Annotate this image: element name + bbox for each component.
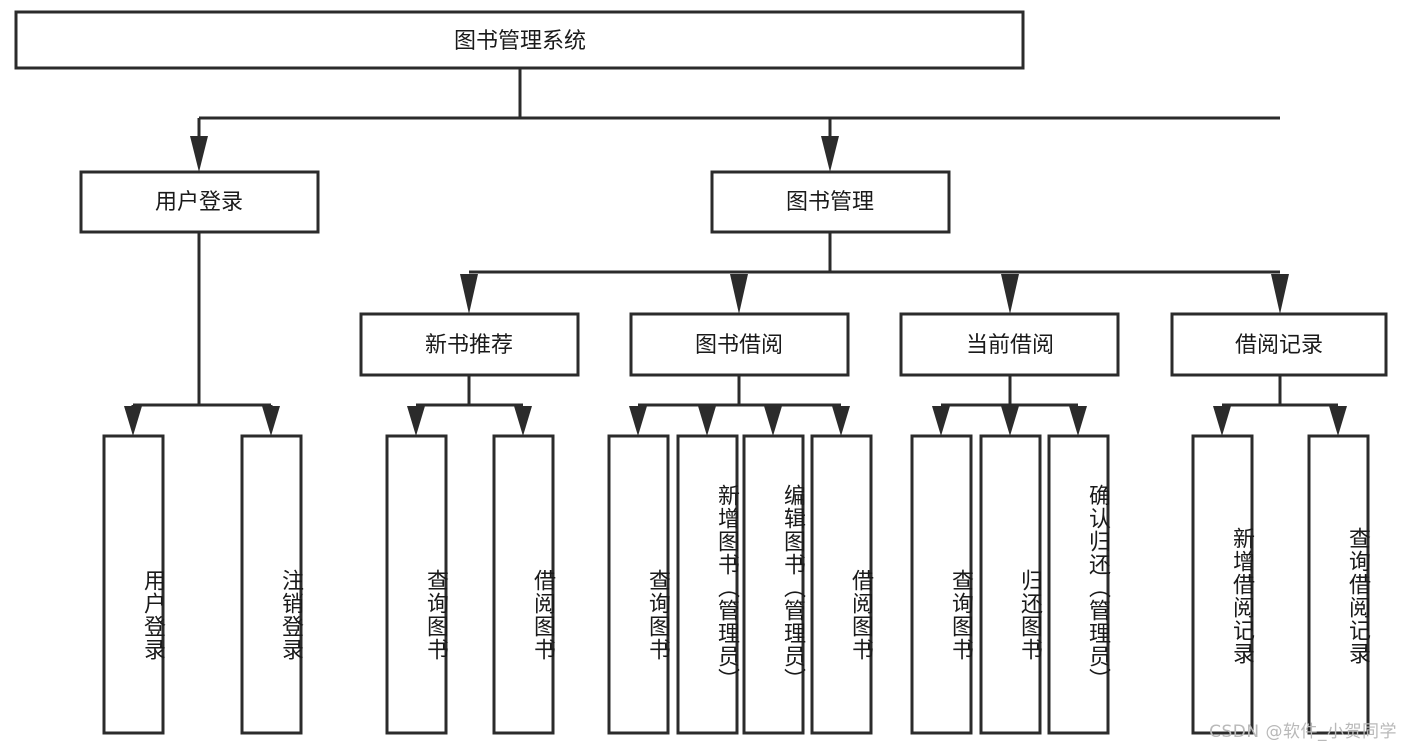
arrowhead-leaf-bb-2	[698, 406, 716, 436]
node-book-management[interactable]	[710, 170, 951, 234]
leaf-br-add-record[interactable]	[1191, 434, 1254, 735]
arrowhead-leaf-nb-1	[407, 406, 425, 436]
arrowhead-leaf-bb-1	[629, 406, 647, 436]
leaf-bb-add-book[interactable]	[676, 434, 739, 735]
node-user-login-label: 用户登录	[155, 190, 243, 215]
node-current-borrow-label: 当前借阅	[966, 333, 1054, 358]
node-root-label: 图书管理系统	[454, 29, 586, 54]
arrowhead-currentborrow	[1001, 274, 1019, 314]
arrowhead-leaf-br-2	[1329, 406, 1347, 436]
leaf-user-login[interactable]	[102, 434, 165, 735]
leaf-cb-return-book[interactable]	[979, 434, 1042, 735]
connectors-layer	[124, 68, 1347, 436]
csdn-watermark: CSDN @软件_小贺同学	[1209, 722, 1397, 742]
nodes-layer: 图书管理系统 用户登录 图书管理 新书推荐 图书借阅 当前借阅 借阅记录	[14, 10, 1388, 735]
leaf-bb-edit-book[interactable]	[742, 434, 805, 735]
node-new-book-recommend[interactable]	[359, 312, 580, 377]
arrowhead-leaf-cb-3	[1069, 406, 1087, 436]
node-book-borrow[interactable]	[629, 312, 850, 377]
arrowhead-leaf-cb-2	[1001, 406, 1019, 436]
arrowhead-bookmgmt	[821, 136, 839, 172]
arrowhead-leaf-cb-1	[932, 406, 950, 436]
arrowhead-leaf-user-logout	[262, 406, 280, 436]
arrowhead-bookborrow	[730, 274, 748, 314]
leaf-bb-borrow-book[interactable]	[810, 434, 873, 735]
leaf-nb-borrow-book[interactable]	[492, 434, 555, 735]
node-borrow-record[interactable]	[1170, 312, 1388, 377]
arrowhead-borrowrecord	[1271, 274, 1289, 314]
leaf-cb-query-book[interactable]	[910, 434, 973, 735]
arrowhead-leaf-br-1	[1213, 406, 1231, 436]
arrowhead-leaf-user-login	[124, 406, 142, 436]
arrowhead-leaf-bb-4	[832, 406, 850, 436]
leaf-nb-query-book[interactable]	[385, 434, 448, 735]
node-current-borrow[interactable]	[899, 312, 1120, 377]
arrowhead-leaf-nb-2	[514, 406, 532, 436]
node-book-borrow-label: 图书借阅	[695, 333, 783, 358]
arrowhead-leaf-bb-3	[764, 406, 782, 436]
arrowhead-userlogin	[190, 136, 208, 172]
leaf-br-query-record[interactable]	[1307, 434, 1370, 735]
leaf-user-logout[interactable]	[240, 434, 303, 735]
node-user-login[interactable]	[79, 170, 320, 234]
node-borrow-record-label: 借阅记录	[1235, 333, 1323, 358]
node-root[interactable]	[14, 10, 1025, 70]
leaf-bb-query-book[interactable]	[607, 434, 670, 735]
leaf-cb-confirm-return[interactable]	[1047, 434, 1110, 735]
node-book-management-label: 图书管理	[786, 190, 874, 215]
node-new-book-recommend-label: 新书推荐	[425, 333, 513, 358]
arrowhead-newbook	[460, 274, 478, 314]
